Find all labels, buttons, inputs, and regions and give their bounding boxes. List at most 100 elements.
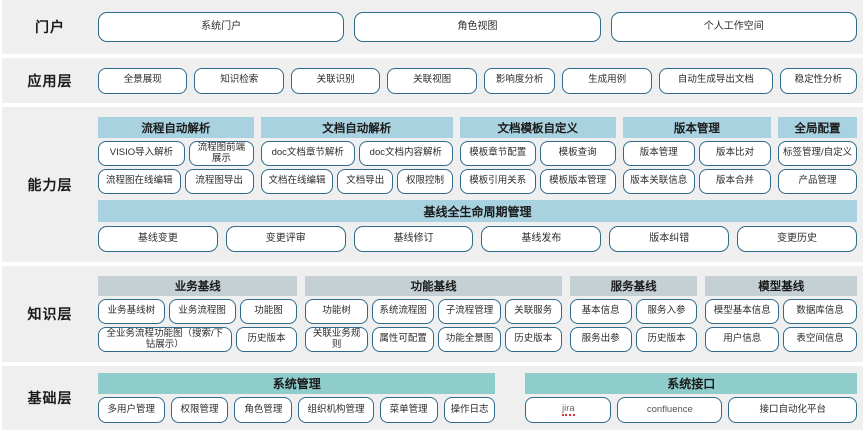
know-item-2-1-1[interactable]: 历史版本 xyxy=(635,327,698,352)
cap-item-3-0-1[interactable]: 版本比对 xyxy=(698,141,772,166)
capability-group-doc-parse: 文档自动解析 doc文档章节解析 doc文档内容解析 文档在线编辑 文档导出 权… xyxy=(260,117,453,194)
know-item-1-1-1[interactable]: 属性可配置 xyxy=(371,327,435,352)
foundation-row-1-0: jira confluence 接口自动化平台 xyxy=(525,397,857,423)
capability-row-1-1: 文档在线编辑 文档导出 权限控制 xyxy=(260,169,453,194)
confluence-label: confluence xyxy=(646,403,693,415)
know-item-0-0-2[interactable]: 功能图 xyxy=(239,299,298,324)
cap-item-3-0-0[interactable]: 版本管理 xyxy=(622,141,695,166)
knowledge-group-title-3: 模型基线 xyxy=(705,276,857,296)
lifecycle-item-1[interactable]: 变更评审 xyxy=(225,226,346,252)
foundation-group-system-interface: 系统接口 jira confluence 接口自动化平台 xyxy=(525,373,857,423)
layer-body-knowledge: 业务基线 业务基线树 业务流程图 功能图 全业务流程功能图（搜索/下钻展示） 历… xyxy=(98,266,863,362)
cap-item-2-1-0[interactable]: 模板引用关系 xyxy=(459,169,536,194)
base-item-jira[interactable]: jira xyxy=(525,397,612,423)
base-item-0-2[interactable]: 角色管理 xyxy=(234,397,293,423)
capability-group-process-parse: 流程自动解析 VISIO导入解析 流程图前端展示 流程图在线编辑 流程图导出 xyxy=(98,117,254,194)
knowledge-row-1-0: 功能树 系统流程图 子流程管理 关联服务 xyxy=(305,299,562,324)
base-item-confluence[interactable]: confluence xyxy=(617,397,723,423)
know-item-0-1-1[interactable]: 历史版本 xyxy=(235,327,298,352)
cap-item-1-0-0[interactable]: doc文档章节解析 xyxy=(260,141,355,166)
capability-group-title-0: 流程自动解析 xyxy=(98,117,254,138)
capability-row-0-0: VISIO导入解析 流程图前端展示 xyxy=(98,141,254,166)
know-item-1-1-3[interactable]: 历史版本 xyxy=(504,327,562,352)
know-item-3-1-1[interactable]: 表空间信息 xyxy=(783,327,857,352)
know-item-1-0-3[interactable]: 关联服务 xyxy=(504,299,562,324)
know-item-0-1-0[interactable]: 全业务流程功能图（搜索/下钻展示） xyxy=(98,327,232,352)
app-item-2[interactable]: 关联识别 xyxy=(290,67,381,94)
lifecycle-item-5[interactable]: 变更历史 xyxy=(737,226,857,252)
cap-item-3-1-1[interactable]: 版本合并 xyxy=(698,169,772,194)
capability-group-title-2: 文档模板自定义 xyxy=(459,117,616,138)
capability-row-3-1: 版本关联信息 版本合并 xyxy=(622,169,772,194)
capability-row-3-0: 版本管理 版本比对 xyxy=(622,141,772,166)
know-item-2-0-1[interactable]: 服务入参 xyxy=(635,299,698,324)
layer-body-capability: 流程自动解析 VISIO导入解析 流程图前端展示 流程图在线编辑 流程图导出 文… xyxy=(98,107,863,262)
portal-item-0[interactable]: 系统门户 xyxy=(98,12,345,42)
capability-groups: 流程自动解析 VISIO导入解析 流程图前端展示 流程图在线编辑 流程图导出 文… xyxy=(98,117,857,194)
cap-item-3-1-0[interactable]: 版本关联信息 xyxy=(622,169,695,194)
layer-portal: 门户 系统门户 角色视图 个人工作空间 xyxy=(2,0,863,54)
layer-knowledge: 知识层 业务基线 业务基线树 业务流程图 功能图 全业务流程功能图（搜索/下钻展… xyxy=(2,266,863,362)
cap-item-0-0-1[interactable]: 流程图前端展示 xyxy=(188,141,254,166)
base-item-0-5[interactable]: 操作日志 xyxy=(443,397,496,423)
know-item-1-1-0[interactable]: 关联业务规则 xyxy=(305,327,368,352)
knowledge-group-title-0: 业务基线 xyxy=(98,276,298,296)
app-item-1[interactable]: 知识检索 xyxy=(194,67,284,94)
cap-item-0-0-0[interactable]: VISIO导入解析 xyxy=(98,141,185,166)
cap-item-2-0-0[interactable]: 模板章节配置 xyxy=(459,141,536,166)
portal-item-2[interactable]: 个人工作空间 xyxy=(610,12,857,42)
know-item-3-0-1[interactable]: 数据库信息 xyxy=(783,299,857,324)
capability-group-global-config: 全局配置 标签管理/自定义 产品管理 xyxy=(778,117,857,194)
cap-item-1-1-2[interactable]: 权限控制 xyxy=(397,169,453,194)
know-item-2-1-0[interactable]: 服务出参 xyxy=(569,327,632,352)
base-item-0-3[interactable]: 组织机构管理 xyxy=(298,397,374,423)
know-item-1-1-2[interactable]: 功能全景图 xyxy=(438,327,501,352)
lifecycle-item-0[interactable]: 基线变更 xyxy=(98,226,218,252)
capability-row-2-0: 模板章节配置 模板查询 xyxy=(459,141,616,166)
portal-item-1[interactable]: 角色视图 xyxy=(354,12,601,42)
base-item-0-1[interactable]: 权限管理 xyxy=(170,397,229,423)
application-button-row: 全景展现 知识检索 关联识别 关联视图 影响度分析 生成用例 自动生成导出文档 … xyxy=(98,67,858,94)
app-item-0[interactable]: 全景展现 xyxy=(98,67,188,94)
jira-label: jira xyxy=(562,403,575,417)
know-item-2-0-0[interactable]: 基本信息 xyxy=(569,299,632,324)
know-item-1-0-2[interactable]: 子流程管理 xyxy=(438,299,501,324)
lifecycle-item-3[interactable]: 基线发布 xyxy=(481,226,602,252)
layer-body-portal: 系统门户 角色视图 个人工作空间 xyxy=(98,0,863,54)
layer-body-application: 全景展现 知识检索 关联识别 关联视图 影响度分析 生成用例 自动生成导出文档 … xyxy=(98,58,863,103)
cap-item-1-1-1[interactable]: 文档导出 xyxy=(337,169,394,194)
cap-item-2-0-1[interactable]: 模板查询 xyxy=(539,141,616,166)
knowledge-group-model: 模型基线 模型基本信息 数据库信息 用户信息 表空间信息 xyxy=(705,276,857,352)
know-item-3-1-0[interactable]: 用户信息 xyxy=(705,327,780,352)
cap-item-2-1-1[interactable]: 模板版本管理 xyxy=(539,169,616,194)
knowledge-group-title-1: 功能基线 xyxy=(305,276,562,296)
know-item-0-0-1[interactable]: 业务流程图 xyxy=(168,299,236,324)
capability-group-title-3: 版本管理 xyxy=(622,117,772,138)
base-item-0-0[interactable]: 多用户管理 xyxy=(98,397,165,423)
cap-item-4-1-0[interactable]: 产品管理 xyxy=(778,169,857,194)
know-item-1-0-0[interactable]: 功能树 xyxy=(305,299,368,324)
cap-item-4-0-0[interactable]: 标签管理/自定义 xyxy=(778,141,857,166)
base-item-api-platform[interactable]: 接口自动化平台 xyxy=(728,397,857,423)
lifecycle-item-4[interactable]: 版本纠错 xyxy=(609,226,730,252)
cap-item-0-1-0[interactable]: 流程图在线编辑 xyxy=(98,169,181,194)
cap-item-1-0-1[interactable]: doc文档内容解析 xyxy=(358,141,453,166)
app-item-7[interactable]: 稳定性分析 xyxy=(779,67,858,94)
capability-row-4-0: 标签管理/自定义 xyxy=(778,141,857,166)
knowledge-group-title-2: 服务基线 xyxy=(569,276,698,296)
cap-item-1-1-0[interactable]: 文档在线编辑 xyxy=(260,169,334,194)
cap-item-0-1-1[interactable]: 流程图导出 xyxy=(184,169,254,194)
app-item-3[interactable]: 关联视图 xyxy=(387,67,477,94)
app-item-5[interactable]: 生成用例 xyxy=(562,67,652,94)
lifecycle-item-2[interactable]: 基线修订 xyxy=(353,226,474,252)
foundation-group-title-1: 系统接口 xyxy=(525,373,857,394)
knowledge-group-function: 功能基线 功能树 系统流程图 子流程管理 关联服务 关联业务规则 属性可配置 功… xyxy=(305,276,562,352)
app-item-6[interactable]: 自动生成导出文档 xyxy=(658,67,773,94)
layer-label-portal: 门户 xyxy=(35,19,65,35)
base-item-0-4[interactable]: 菜单管理 xyxy=(379,397,438,423)
app-item-4[interactable]: 影响度分析 xyxy=(483,67,556,94)
know-item-1-0-1[interactable]: 系统流程图 xyxy=(371,299,435,324)
know-item-0-0-0[interactable]: 业务基线树 xyxy=(98,299,165,324)
know-item-3-0-0[interactable]: 模型基本信息 xyxy=(705,299,780,324)
